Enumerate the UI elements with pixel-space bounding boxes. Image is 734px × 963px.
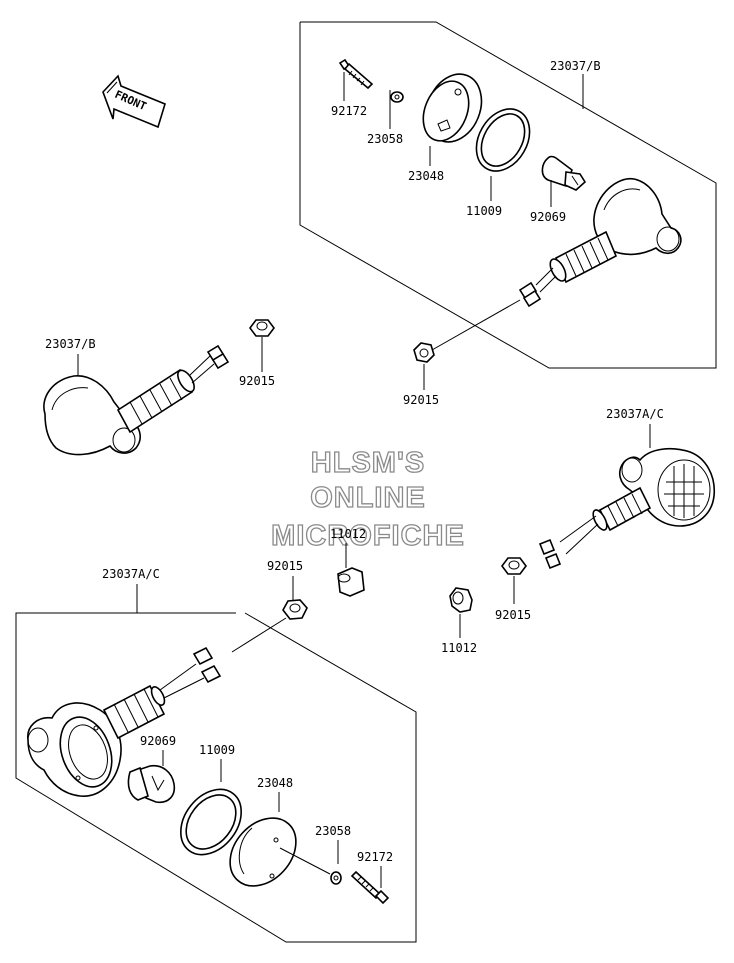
watermark-line-1: HLSM'S xyxy=(311,447,425,479)
left-nut-label: 92015 xyxy=(239,374,275,388)
turn-signal-housing-icon xyxy=(43,344,230,456)
bolt-icon xyxy=(338,58,374,90)
spacer-icon xyxy=(449,587,473,613)
washer-icon xyxy=(330,871,342,885)
gasket-icon xyxy=(180,788,242,856)
lower-group-outline xyxy=(15,612,417,943)
hex-nut-icon xyxy=(501,557,527,575)
left-signal-assembly: 23037/B 92015 xyxy=(43,319,275,456)
upper-signal-assembly: 23037/B 92172 23058 23048 xyxy=(299,21,717,407)
hex-nut-icon xyxy=(249,319,275,337)
hex-nut-icon xyxy=(282,599,308,620)
upper-gasket-label: 11009 xyxy=(466,204,502,218)
lower-gasket-label: 11009 xyxy=(199,743,235,757)
bolt-icon xyxy=(350,870,390,905)
hex-nut-icon xyxy=(413,342,435,363)
lower-bolt-label: 92172 xyxy=(357,850,393,864)
upper-nut-label: 92015 xyxy=(403,393,439,407)
upper-washer-label: 23058 xyxy=(367,132,403,146)
upper-bulb-label: 92069 xyxy=(530,210,566,224)
turn-signal-housing-icon xyxy=(27,646,222,797)
bulb-icon xyxy=(127,764,176,804)
spacer-icon xyxy=(337,567,365,597)
upper-group-outline xyxy=(299,21,717,369)
upper-lens-label: 23048 xyxy=(408,169,444,183)
lower-washer-label: 23058 xyxy=(315,824,351,838)
upper-assembly-label: 23037/B xyxy=(550,59,601,73)
right-signal-assembly: 23037A/C 92015 11012 xyxy=(441,407,715,655)
lens-cover-icon xyxy=(422,73,483,143)
turn-signal-housing-icon xyxy=(518,177,682,308)
lower-assembly-label: 23037A/C xyxy=(102,567,160,581)
upper-bolt-label: 92172 xyxy=(331,104,367,118)
lower-signal-assembly: 23037A/C 92069 11009 xyxy=(15,567,417,943)
center-loose-parts: 11012 92015 xyxy=(231,527,366,653)
center-nut-label: 92015 xyxy=(267,559,303,573)
center-spacer-label: 11012 xyxy=(330,527,366,541)
watermark-line-2: ONLINE xyxy=(310,482,426,514)
washer-icon xyxy=(390,91,404,103)
front-arrow-icon: FRONT xyxy=(102,74,166,129)
gasket-icon xyxy=(475,108,531,172)
watermark-line-3: MICROFICHE xyxy=(271,520,465,552)
lower-lens-label: 23048 xyxy=(257,776,293,790)
watermark: HLSM'S ONLINE MICROFICHE xyxy=(271,446,465,552)
lens-cover-icon xyxy=(229,817,297,887)
bulb-icon xyxy=(541,155,587,191)
right-spacer-label: 11012 xyxy=(441,641,477,655)
right-nut-label: 92015 xyxy=(495,608,531,622)
lower-bulb-label: 92069 xyxy=(140,734,176,748)
turn-signal-housing-icon xyxy=(538,447,715,570)
left-assembly-label: 23037/B xyxy=(45,337,96,351)
right-assembly-label: 23037A/C xyxy=(606,407,664,421)
